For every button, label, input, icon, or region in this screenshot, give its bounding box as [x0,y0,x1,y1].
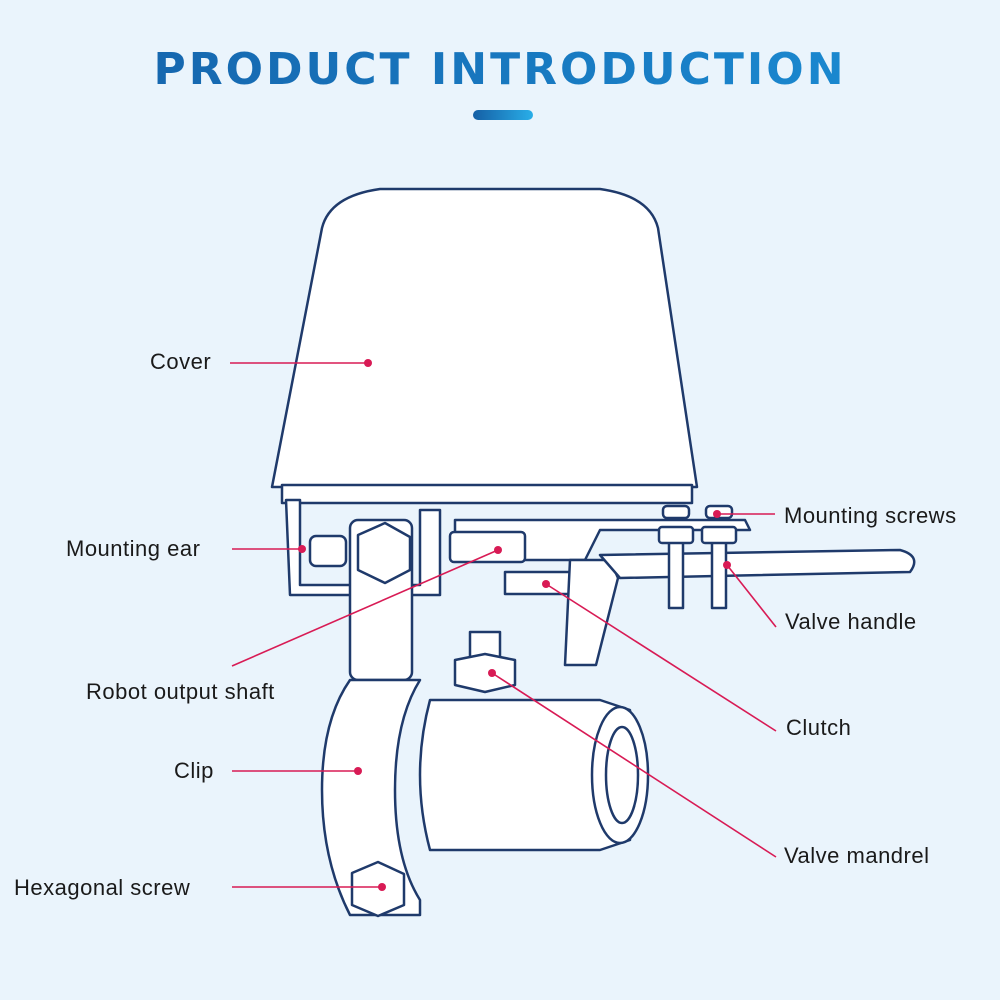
page-title: PRODUCT INTRODUCTION [0,44,1000,95]
callout-line-valve-mandrel [491,672,777,858]
label-robot-output-shaft: Robot output shaft [86,679,275,704]
mounting-ear-knob [308,534,348,568]
label-mounting-screws: Mounting screws [784,503,957,528]
label-clip: Clip [174,758,214,783]
callout-dot-mounting-ear [298,545,306,553]
callout-line-clutch [545,583,777,732]
clip-body [320,678,422,917]
upper-hex-bolt [356,521,412,585]
mounting-ear-plate [284,498,442,597]
lower-hex-bolt [350,860,406,918]
label-cover: Cover [150,349,212,374]
device-illustration [270,187,916,918]
label-clutch: Clutch [786,715,852,740]
callout-line-valve-handle [726,564,777,628]
callout-dots [298,359,731,891]
callout-dot-hexagonal-screw [378,883,386,891]
screw-head-2 [700,525,738,545]
callout-dot-robot-output-shaft [494,546,502,554]
screw-cap-1 [661,504,691,520]
valve-handle-lever [598,548,916,580]
label-hexagonal-screw: Hexagonal screw [14,875,191,900]
screw-head-1 [657,525,695,545]
cover-shape [270,187,699,489]
output-shaft-nut [448,530,527,564]
valve-mandrel-nut [453,652,517,694]
callout-dot-cover [364,359,372,367]
callout-dot-valve-handle [723,561,731,569]
callout-dot-clutch [542,580,550,588]
callout-lines [230,362,777,888]
label-valve-handle: Valve handle [785,609,917,634]
label-mounting-ear: Mounting ear [66,536,201,561]
cover-base-band [280,483,694,505]
callout-dot-valve-mandrel [488,669,496,677]
callout-dot-mounting-screws [713,510,721,518]
valve-port-inner [604,725,640,825]
callout-dot-clip [354,767,362,775]
title-underline-bar [473,110,533,120]
label-valve-mandrel: Valve mandrel [784,843,930,868]
callout-line-robot-output-shaft [231,549,499,667]
